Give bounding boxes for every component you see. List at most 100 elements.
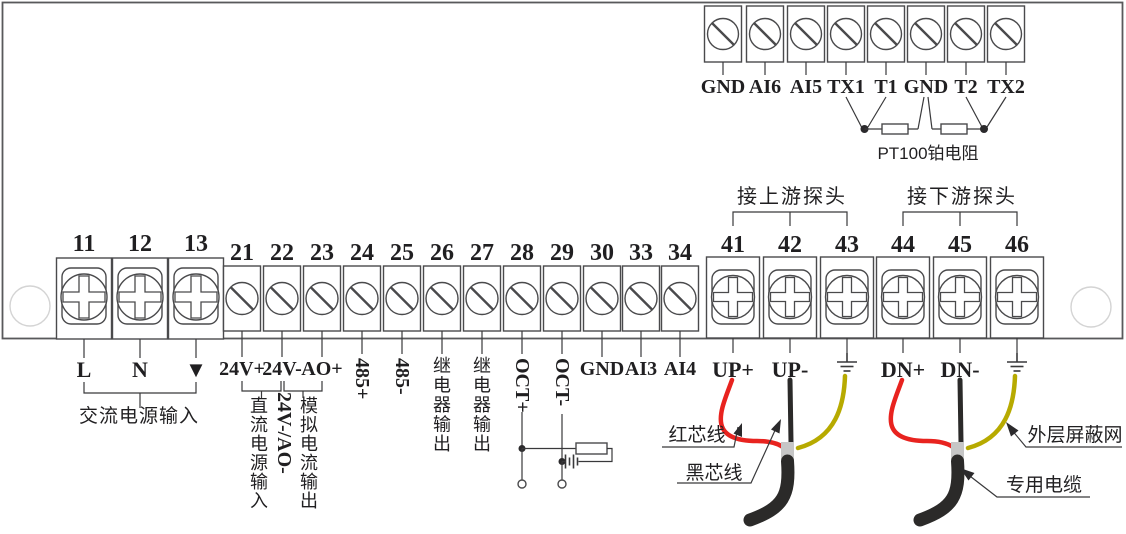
open-terminal bbox=[557, 479, 567, 489]
terminal-label: ▼ bbox=[185, 357, 207, 382]
resistor bbox=[575, 442, 608, 455]
terminal-number: 41 bbox=[721, 232, 745, 258]
shield-label: 外层屏蔽网 bbox=[1027, 424, 1122, 446]
terminal-number: 28 bbox=[510, 240, 534, 266]
terminal-top-7: TX2 bbox=[986, 5, 1026, 98]
terminal-label: 继电器输出 bbox=[433, 356, 451, 454]
terminal-number: 11 bbox=[73, 231, 96, 257]
terminal-number: 46 bbox=[1005, 232, 1029, 258]
terminal-label: AO+ bbox=[301, 358, 342, 380]
cable-label: 专用电缆 bbox=[1006, 474, 1082, 496]
ground-symbol-icon bbox=[1007, 353, 1027, 372]
terminal-label: AI6 bbox=[749, 76, 781, 98]
resistor bbox=[881, 123, 909, 135]
dc-analog-brackets: 24V-/AO- bbox=[241, 381, 323, 474]
black-core-wire bbox=[957, 377, 964, 445]
terminal-label: T2 bbox=[954, 76, 977, 98]
cable-jacket bbox=[743, 454, 795, 527]
terminal-number: 29 bbox=[550, 240, 574, 266]
upstream-cable bbox=[718, 373, 848, 527]
terminal-label: 485- bbox=[391, 358, 413, 395]
downstream-probe-bracket: 接下游探头 bbox=[902, 185, 1018, 226]
terminal-label: GND bbox=[580, 358, 624, 380]
terminal-number: 45 bbox=[948, 232, 972, 258]
terminal-label: TX1 bbox=[827, 76, 865, 98]
red-core-wire bbox=[888, 377, 956, 450]
terminal-top-5: GND bbox=[904, 5, 948, 98]
black-core-label: 黑芯线 bbox=[685, 462, 742, 484]
terminal-label: UP+ bbox=[712, 357, 754, 382]
terminal-top-3: TX1 bbox=[826, 5, 866, 98]
upstream-probe-caption: 接上游探头 bbox=[737, 185, 847, 208]
terminal-label: 485+ bbox=[351, 358, 373, 399]
terminal-label: AI4 bbox=[664, 358, 696, 380]
shield-wire bbox=[795, 373, 848, 451]
terminal-46: 46 bbox=[989, 232, 1045, 372]
shared-terminal-caption: 24V-/AO- bbox=[273, 392, 295, 474]
oct-circuit bbox=[517, 412, 613, 489]
terminal-43: 43 bbox=[819, 232, 875, 372]
ac-power-caption: 交流电源输入 bbox=[79, 405, 199, 427]
terminal-number: 42 bbox=[778, 232, 802, 258]
downstream-probe-caption: 接下游探头 bbox=[907, 185, 1017, 208]
arrowhead bbox=[733, 423, 742, 437]
terminal-label: L bbox=[77, 357, 92, 382]
terminal-13: 13 ▼ bbox=[167, 231, 225, 382]
red-core-label: 红芯线 bbox=[668, 424, 725, 446]
terminal-12: 12N bbox=[111, 231, 169, 382]
black-core-wire bbox=[787, 377, 794, 445]
terminal-top-0: GND bbox=[701, 5, 745, 98]
ac-power-bracket: 交流电源输入 bbox=[79, 382, 199, 427]
resistor bbox=[940, 123, 968, 135]
terminal-label: N bbox=[132, 357, 148, 382]
terminal-label: OCT- bbox=[551, 358, 573, 406]
terminal-label: DN+ bbox=[881, 357, 925, 382]
mounting-hole-left bbox=[9, 285, 51, 327]
shield-wire bbox=[965, 373, 1018, 451]
upstream-probe-bracket: 接上游探头 bbox=[732, 185, 848, 226]
terminal-top-6: T2 bbox=[946, 5, 986, 98]
mounting-hole-right bbox=[1070, 286, 1112, 328]
terminal-number: 26 bbox=[430, 240, 454, 266]
terminal-number: 25 bbox=[390, 240, 414, 266]
terminal-label: AI5 bbox=[790, 76, 822, 98]
terminal-number: 44 bbox=[891, 232, 915, 258]
terminal-label: OCT+ bbox=[511, 358, 533, 413]
terminal-label: 24V- bbox=[262, 358, 302, 380]
wire-annotations: 红芯线 黑芯线 外层屏蔽网 专用电缆 bbox=[662, 419, 1123, 498]
arrowhead bbox=[960, 468, 975, 481]
pt100-circuit: PT100铂电阻 bbox=[845, 96, 1007, 163]
terminal-top-1: AI6 bbox=[745, 5, 785, 98]
terminal-22: 22 24V- bbox=[262, 240, 302, 380]
arrowhead bbox=[771, 419, 781, 434]
terminal-26: 26 继电器输出 bbox=[422, 240, 462, 454]
terminal-number: 22 bbox=[270, 240, 294, 266]
terminal-number: 27 bbox=[470, 240, 494, 266]
ground-symbol-icon bbox=[837, 353, 857, 372]
terminal-25: 25 485- bbox=[382, 240, 422, 395]
terminal-number: 23 bbox=[310, 240, 334, 266]
terminal-label: GND bbox=[701, 76, 745, 98]
arrowhead bbox=[1006, 422, 1019, 437]
terminal-label: 24V+ bbox=[219, 358, 265, 380]
pt100-label: PT100铂电阻 bbox=[877, 144, 978, 163]
junction-dot bbox=[980, 125, 988, 133]
terminal-top-4: T1 bbox=[866, 5, 906, 98]
terminal-number: 13 bbox=[184, 231, 208, 257]
terminal-label: 继电器输出 bbox=[473, 356, 491, 454]
terminal-number: 30 bbox=[590, 240, 614, 266]
terminal-label: GND bbox=[904, 76, 948, 98]
